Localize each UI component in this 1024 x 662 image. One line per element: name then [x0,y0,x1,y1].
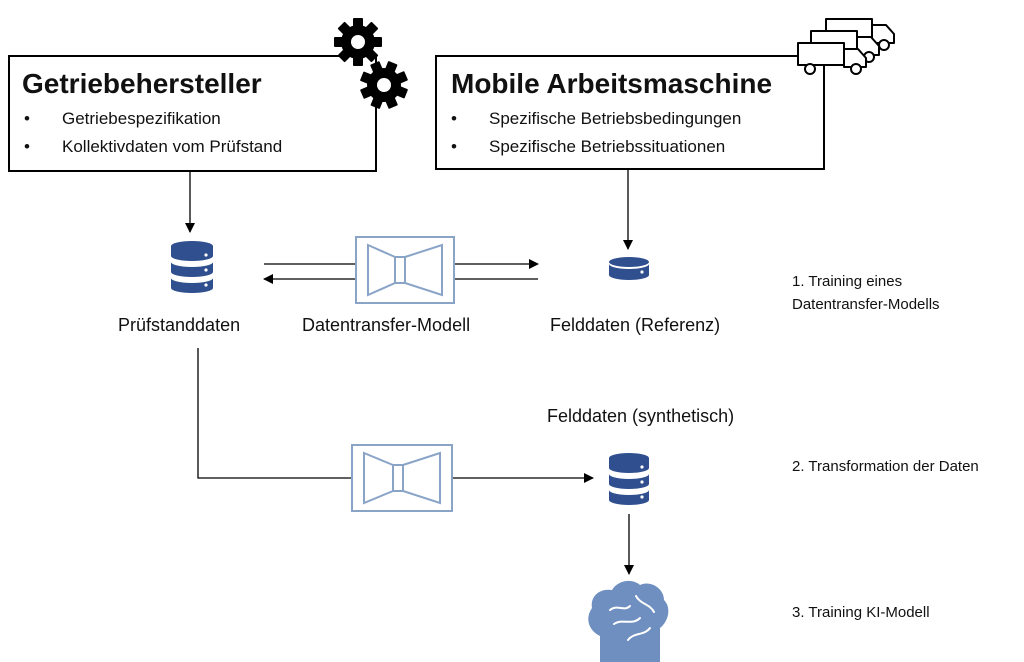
manufacturer-box: Getriebehersteller Getriebespezifikation… [8,55,377,172]
field-data-reference-label: Felddaten (Referenz) [550,315,721,335]
machine-title: Mobile Arbeitsmaschine [451,68,773,99]
gears-icon [334,18,408,109]
manufacturer-bullets: Getriebespezifikation Kollektivdaten vom… [22,105,282,161]
field-data-synthetic-label: Felddaten (synthetisch) [547,406,735,426]
list-item: Getriebespezifikation [22,105,282,133]
trucks-icon [797,18,895,75]
brain-icon [588,580,669,662]
manufacturer-title: Getriebehersteller [22,68,262,99]
list-item: Kollektivdaten vom Prüfstand [22,133,282,161]
list-item: Spezifische Betriebsbedingungen [449,105,741,133]
database-small-icon [609,257,649,280]
step-2-label: 2. Transformation der Daten [792,458,979,475]
machine-box: Mobile Arbeitsmaschine Spezifische Betri… [435,55,825,170]
test-bench-data-label: Prüfstanddaten [118,315,241,335]
transfer-model-shape [355,236,455,304]
transfer-model-shape-applied [351,444,453,512]
database-icon [171,241,213,293]
step-1-label: 1. Training eines Datentransfer-Modells [792,273,940,313]
list-item: Spezifische Betriebssituationen [449,133,741,161]
machine-bullets: Spezifische Betriebsbedingungen Spezifis… [449,105,741,161]
database-icon [609,453,649,505]
transfer-model-label: Datentransfer-Modell [302,315,471,335]
arrow-testbench-to-synthetic [197,348,594,483]
step-3-label: 3. Training KI-Modell [792,604,930,621]
